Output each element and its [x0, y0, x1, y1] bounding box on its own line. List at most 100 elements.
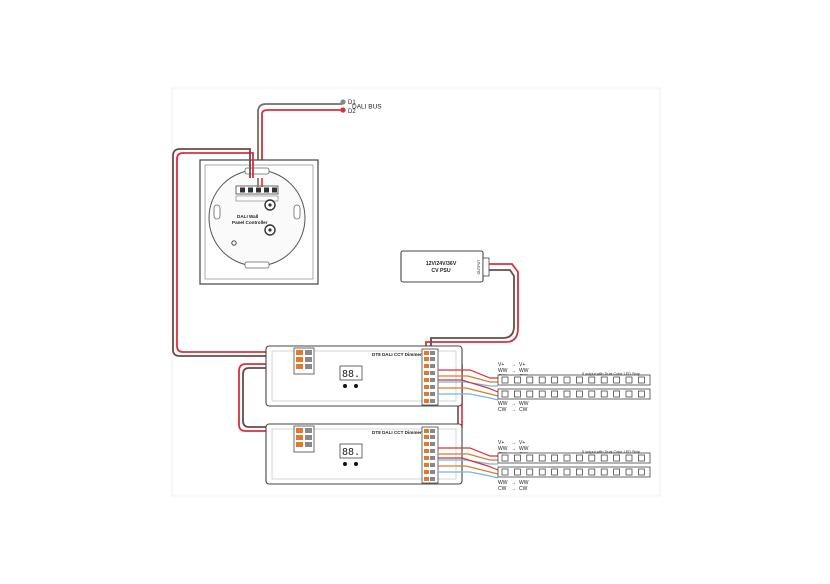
- psu-label-line2: CV PSU: [431, 268, 451, 274]
- legend-top-2-to: WW: [519, 368, 529, 374]
- led-chip-icon: [526, 376, 534, 384]
- led-chip-icon: [638, 376, 645, 384]
- dimmer-1: 88. DT8 DALI CCT Dimmer: [265, 345, 463, 407]
- led-chip-icon: [538, 390, 546, 398]
- led-chip-icon: [563, 454, 571, 462]
- led-strip: [497, 374, 651, 386]
- led-chip-icon: [600, 468, 608, 476]
- led-chip-icon: [501, 390, 509, 398]
- led-chip-icon: [625, 454, 633, 462]
- dimmer-2-title: DT8 DALI CCT Dimmer: [372, 430, 422, 435]
- led-chip-icon: [563, 390, 571, 398]
- led-chip-icon: [638, 454, 645, 462]
- led-chip-icon: [576, 390, 583, 398]
- dimmer-2: 88. DT8 DALI CCT Dimmer: [265, 423, 463, 485]
- dimmer-2-display: [339, 443, 363, 459]
- led-chip-icon: [625, 468, 633, 476]
- legend-top-1-to: V+: [519, 440, 525, 446]
- led-chip-icon: [576, 454, 583, 462]
- led-chip-icon: [551, 376, 558, 384]
- led-chip-icon: [514, 454, 521, 462]
- led-chip-icon: [526, 454, 534, 462]
- d2-terminal-icon: [340, 107, 346, 113]
- legend-bottom-1-to: WW: [519, 480, 529, 486]
- legend-top-1-from: V+: [498, 362, 504, 368]
- led-chip-icon: [501, 468, 509, 476]
- dimmer-1-display-text: 88.: [342, 369, 360, 380]
- led-chip-icon: [613, 376, 620, 384]
- d2-label: D2: [348, 109, 356, 115]
- legend-bottom-2-from: CW: [498, 486, 507, 492]
- legend-arrow: →: [511, 362, 516, 368]
- dali-bus-label: DALI BUS: [352, 104, 382, 111]
- d1-terminal-icon: [340, 99, 346, 105]
- button-icon: [343, 462, 347, 466]
- led-chip-icon: [588, 454, 596, 462]
- psu-output-label: OUTPUT: [477, 259, 481, 275]
- led-chip-icon: [638, 468, 645, 476]
- wall-panel-controller: DALI Wall Panel Controller: [199, 159, 319, 285]
- psu-label-line1: 12V/24V/36V: [426, 261, 457, 267]
- button-icon: [354, 384, 358, 388]
- strip-1-label: 5 output with Dual Color LED Strip: [582, 372, 640, 376]
- led-chip-icon: [588, 376, 596, 384]
- legend-bottom-1-from: WW: [498, 401, 508, 407]
- led-chip-icon: [638, 390, 645, 398]
- led-chip-icon: [514, 468, 521, 476]
- led-chip-icon: [613, 454, 620, 462]
- led-chip-icon: [600, 390, 608, 398]
- button-icon: [354, 462, 358, 466]
- panel-label-line1: DALI Wall: [237, 214, 258, 219]
- strip-2-label: 5 output with Dual Color LED Strip: [582, 450, 640, 454]
- led-chip-icon: [625, 376, 633, 384]
- legend-arrow: →: [511, 368, 516, 374]
- dimmer-2-display-text: 88.: [342, 447, 360, 458]
- dimmer-1-output-terminals: [421, 348, 439, 406]
- legend-top-1-to: V+: [519, 362, 525, 368]
- power-supply: 12V/24V/36V CV PSU OUTPUT: [400, 250, 519, 352]
- led-chip-icon: [600, 454, 608, 462]
- led-chip-icon: [563, 376, 571, 384]
- led-chip-icon: [501, 376, 509, 384]
- dali-bus: D1 D2 DALI BUS: [257, 99, 382, 178]
- legend-arrow: →: [511, 407, 516, 413]
- led-chip-icon: [563, 468, 571, 476]
- led-chip-icon: [538, 376, 546, 384]
- d1-label: D1: [348, 100, 356, 106]
- legend-arrow: →: [511, 486, 516, 492]
- led-chip-icon: [576, 376, 583, 384]
- legend-bottom-1-from: WW: [498, 480, 508, 486]
- legend-top-2-from: WW: [498, 446, 508, 452]
- led-chip-icon: [501, 454, 509, 462]
- dimmer-1-output-wires: [438, 369, 499, 401]
- button-icon: [343, 384, 347, 388]
- led-chip-icon: [576, 468, 583, 476]
- dimmer-1-title: DT8 DALI CCT Dimmer: [372, 352, 422, 357]
- led-chip-icon: [551, 468, 558, 476]
- led-chip-icon: [600, 376, 608, 384]
- legend-top-1-from: V+: [498, 440, 504, 446]
- led-chip-icon: [625, 390, 633, 398]
- led-chip-icon: [588, 390, 596, 398]
- led-chip-icon: [551, 454, 558, 462]
- dimmer-2-output-terminals: [421, 426, 439, 484]
- legend-bottom-2-to: CW: [519, 407, 528, 413]
- legend-arrow: →: [511, 440, 516, 446]
- led-strip: [497, 466, 651, 478]
- led-strip: [497, 388, 651, 400]
- led-chip-icon: [514, 376, 521, 384]
- legend-top-2-from: WW: [498, 368, 508, 374]
- legend-bottom-2-from: CW: [498, 407, 507, 413]
- led-chip-icon: [538, 468, 546, 476]
- panel-label-line2: Panel Controller: [232, 220, 268, 225]
- led-strip: [497, 452, 651, 464]
- led-chip-icon: [588, 468, 596, 476]
- led-chip-icon: [551, 390, 558, 398]
- led-chip-icon: [613, 468, 620, 476]
- legend-arrow: →: [511, 401, 516, 407]
- legend-arrow: →: [511, 446, 516, 452]
- dimmer-1-display: [339, 365, 363, 381]
- led-chip-icon: [613, 390, 620, 398]
